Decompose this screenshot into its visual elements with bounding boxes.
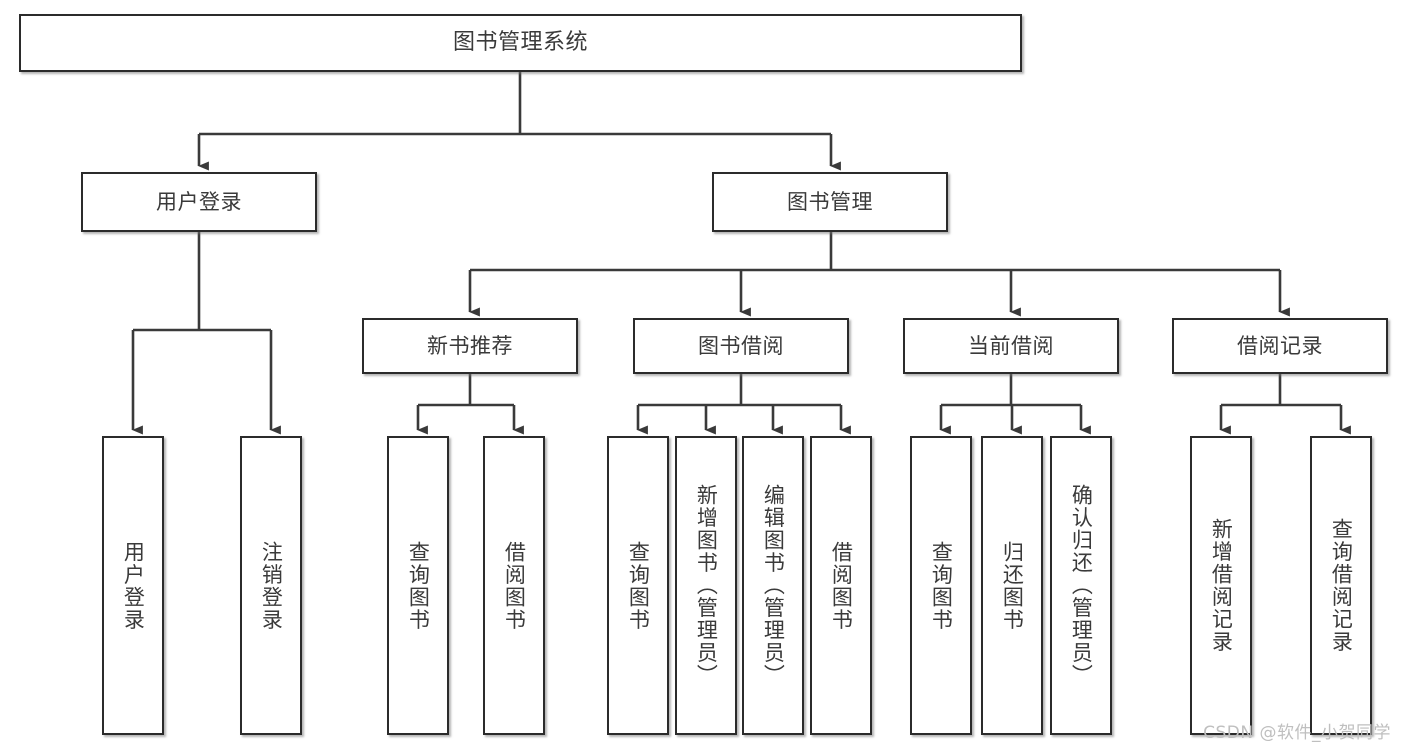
node-current-borrow[interactable]: 当前借阅 xyxy=(903,318,1119,374)
node-root[interactable]: 图书管理系统 xyxy=(19,14,1022,72)
node-leaf-query-book-1[interactable]: 查询图书 xyxy=(387,436,449,735)
node-leaf-query-book-1-label: 查询图书 xyxy=(406,540,431,631)
node-borrow-record-label: 借阅记录 xyxy=(1237,333,1323,358)
node-leaf-edit-book-admin-label: 编辑图书（管理员） xyxy=(761,484,786,687)
node-leaf-query-book-3[interactable]: 查询图书 xyxy=(910,436,972,735)
csdn-watermark: CSDN @软件_小贺同学 xyxy=(1203,723,1391,743)
node-leaf-add-book-admin-label: 新增图书（管理员） xyxy=(694,484,719,687)
node-leaf-logout[interactable]: 注销登录 xyxy=(240,436,302,735)
node-leaf-add-book-admin[interactable]: 新增图书（管理员） xyxy=(675,436,737,735)
node-new-book-recommend-label: 新书推荐 xyxy=(427,333,513,358)
node-leaf-return-book[interactable]: 归还图书 xyxy=(981,436,1043,735)
node-leaf-user-login-label: 用户登录 xyxy=(121,540,146,631)
node-book-borrow[interactable]: 图书借阅 xyxy=(633,318,849,374)
node-new-book-recommend[interactable]: 新书推荐 xyxy=(362,318,578,374)
node-user-login[interactable]: 用户登录 xyxy=(81,172,317,232)
node-leaf-query-book-2-label: 查询图书 xyxy=(626,540,651,631)
node-leaf-borrow-book-2-label: 借阅图书 xyxy=(829,540,854,631)
node-leaf-borrow-book-1[interactable]: 借阅图书 xyxy=(483,436,545,735)
node-leaf-query-book-2[interactable]: 查询图书 xyxy=(607,436,669,735)
node-leaf-add-borrow-record-label: 新增借阅记录 xyxy=(1209,518,1234,653)
node-borrow-record[interactable]: 借阅记录 xyxy=(1172,318,1388,374)
node-leaf-borrow-book-1-label: 借阅图书 xyxy=(502,540,527,631)
node-current-borrow-label: 当前借阅 xyxy=(968,333,1054,358)
node-leaf-edit-book-admin[interactable]: 编辑图书（管理员） xyxy=(742,436,804,735)
node-root-label: 图书管理系统 xyxy=(452,30,588,56)
node-leaf-user-login[interactable]: 用户登录 xyxy=(102,436,164,735)
node-leaf-borrow-book-2[interactable]: 借阅图书 xyxy=(810,436,872,735)
node-leaf-query-borrow-record[interactable]: 查询借阅记录 xyxy=(1310,436,1372,735)
node-book-manage[interactable]: 图书管理 xyxy=(712,172,948,232)
node-book-manage-label: 图书管理 xyxy=(787,189,873,214)
node-leaf-logout-label: 注销登录 xyxy=(259,540,284,631)
node-user-login-label: 用户登录 xyxy=(156,189,242,214)
node-leaf-add-borrow-record[interactable]: 新增借阅记录 xyxy=(1190,436,1252,735)
node-leaf-query-borrow-record-label: 查询借阅记录 xyxy=(1329,518,1354,653)
node-leaf-confirm-return[interactable]: 确认归还（管理员） xyxy=(1050,436,1112,735)
node-leaf-return-book-label: 归还图书 xyxy=(1000,540,1025,631)
node-leaf-confirm-return-label: 确认归还（管理员） xyxy=(1069,484,1094,687)
node-book-borrow-label: 图书借阅 xyxy=(698,333,784,358)
node-leaf-query-book-3-label: 查询图书 xyxy=(929,540,954,631)
